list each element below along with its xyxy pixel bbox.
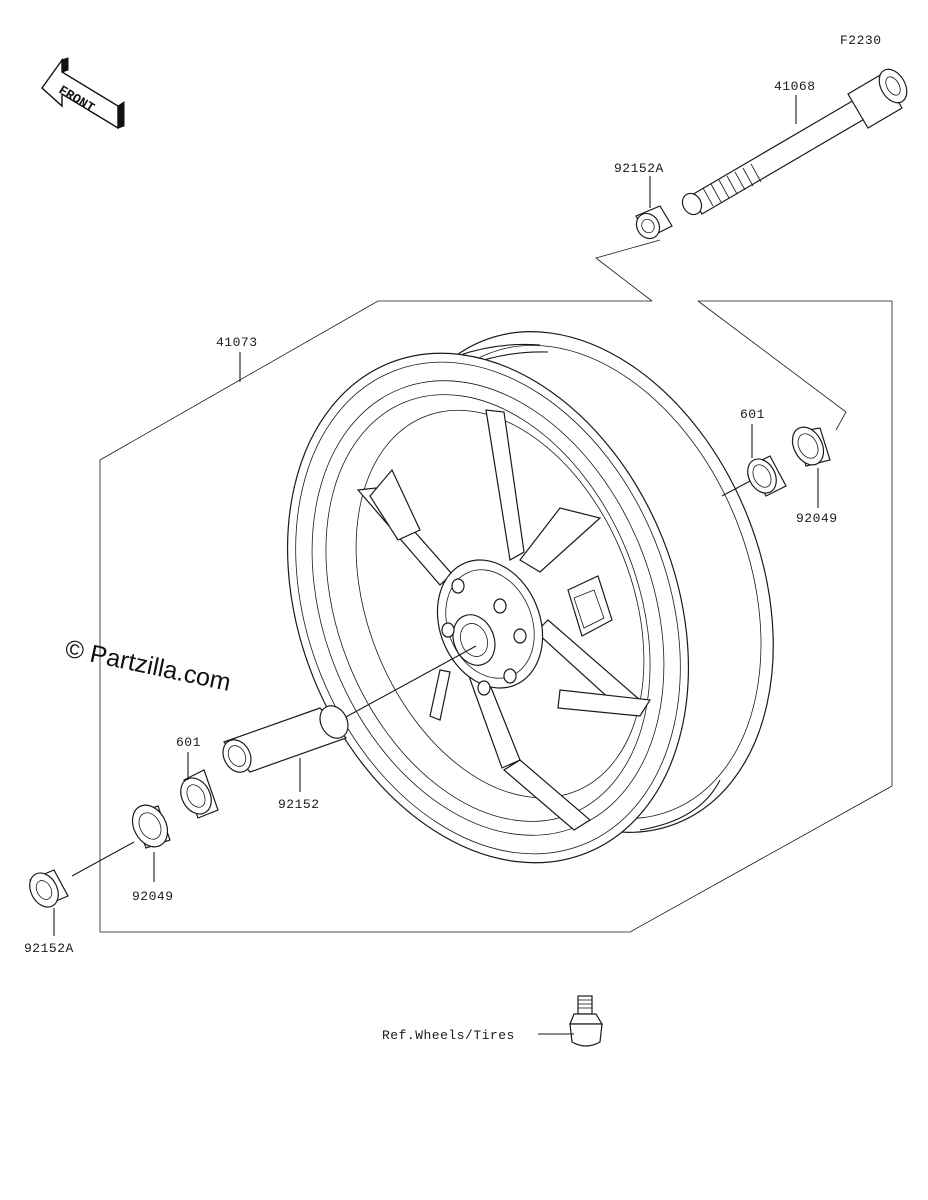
watermark: © Partzilla.com [63, 634, 234, 696]
wheel-group-outline [99, 300, 893, 933]
callout-601-left: 601 [176, 735, 201, 750]
callout-41073: 41073 [216, 335, 258, 350]
callout-92049-left: 92049 [132, 889, 174, 904]
collar-92152A-left[interactable] [24, 868, 69, 912]
callout-92049-right: 92049 [796, 511, 838, 526]
figure-code: F2230 [840, 33, 882, 48]
reference-note: Ref.Wheels/Tires [382, 1028, 515, 1043]
front-arrow-icon: FRONT [41, 57, 125, 130]
bearing-601-right[interactable] [742, 454, 787, 498]
seal-92049-left[interactable] [126, 799, 175, 853]
seal-92049-right[interactable] [786, 422, 831, 470]
axle-seal-line [697, 300, 847, 431]
axle-41068[interactable] [679, 64, 913, 218]
callout-41068: 41068 [774, 79, 816, 94]
axle-group-outline [595, 239, 661, 302]
callout-601-right: 601 [740, 407, 765, 422]
callout-92152: 92152 [278, 797, 320, 812]
callout-92152A-top: 92152A [614, 161, 664, 176]
bearing-601-left[interactable] [175, 769, 219, 819]
callout-92152A-left: 92152A [24, 941, 74, 956]
collar-92152A-top[interactable] [632, 205, 673, 243]
wheel-41073[interactable] [215, 274, 844, 924]
tire-valve[interactable] [569, 995, 604, 1047]
collar-92152[interactable] [218, 701, 354, 777]
